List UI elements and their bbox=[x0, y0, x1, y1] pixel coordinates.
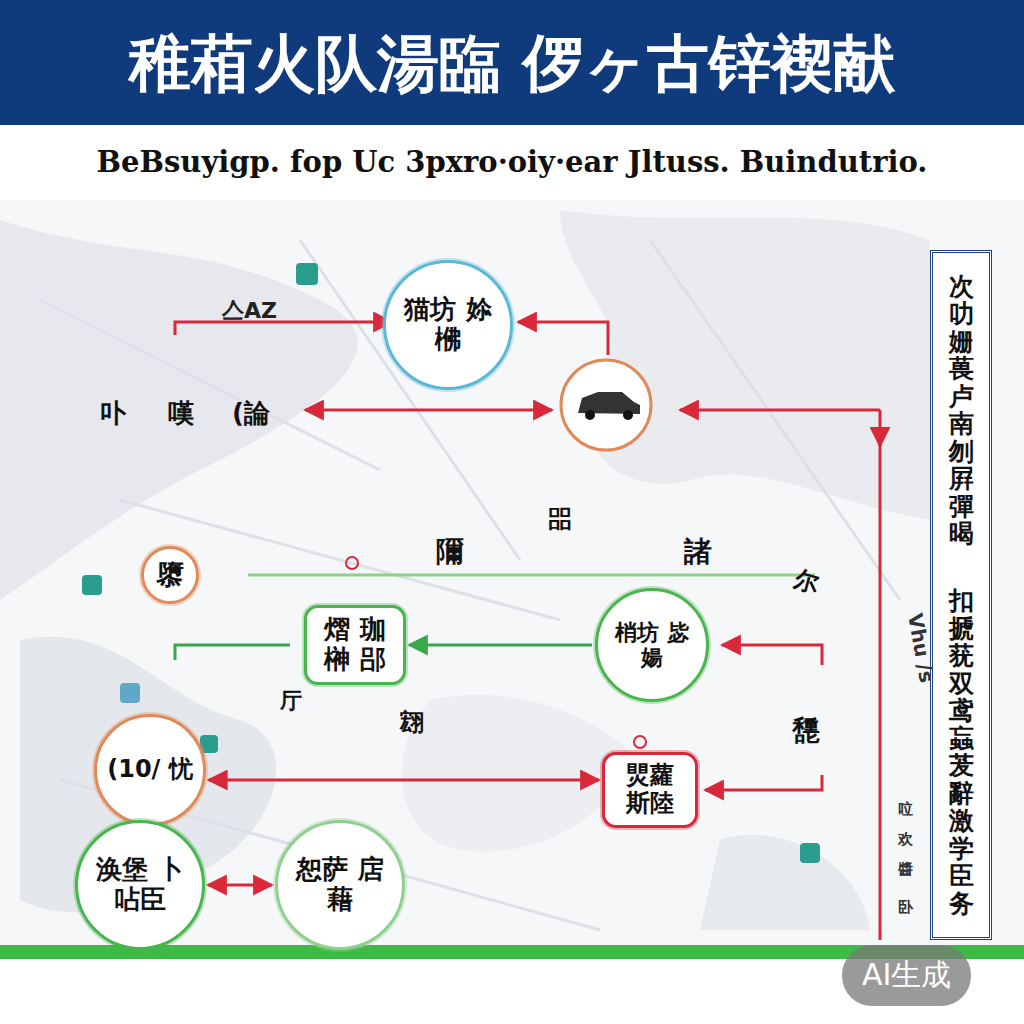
map-label: 厅 bbox=[280, 686, 302, 716]
map-label: 卟 bbox=[100, 396, 126, 431]
vertical-text-panel: 次叻姗葨卢南刎屛彈暍扣搋莸双鸢蝱茇辭激学臣务 bbox=[930, 250, 992, 940]
place-box: 煛蘿 斯陸 bbox=[602, 752, 698, 827]
map-label: 㘒 bbox=[792, 712, 820, 750]
map-label: 㕸 bbox=[898, 800, 913, 819]
map-label: 醬 bbox=[898, 860, 913, 879]
place-circle: 梢坊 毖婸 bbox=[595, 588, 709, 702]
place-circle: 猫坊 㛋梻 bbox=[383, 260, 513, 390]
place-box: 熠 珈 榊 郘 bbox=[304, 605, 406, 685]
node-text: 隳 bbox=[156, 559, 184, 591]
connector-arrow bbox=[208, 884, 272, 887]
node-text: 猫坊 㛋梻 bbox=[396, 295, 500, 355]
node-text: (10/ 忧 bbox=[107, 756, 193, 784]
connector-arrow bbox=[409, 644, 592, 647]
caption-text: BeBsuyigp. fop Uc 3pxro·oiy·ear Jltuss. … bbox=[0, 145, 1024, 179]
node-text: 煛蘿 斯陸 bbox=[614, 762, 686, 817]
node-text: 涣堡 卜呫臣 bbox=[88, 855, 192, 915]
title-text: 稚葙火队湯臨 㑩ヶ古锌褉献 bbox=[0, 22, 1024, 106]
node-text: 梢坊 毖婸 bbox=[608, 620, 696, 671]
place-circle: 隳 bbox=[141, 546, 199, 604]
map-label: 欢 bbox=[898, 830, 913, 849]
map-label: 亼AZ bbox=[222, 296, 277, 326]
watermark: AI生成 bbox=[842, 945, 971, 1006]
map-label: 諸 bbox=[684, 533, 712, 571]
connector-arrow bbox=[209, 779, 599, 782]
node-text: 次叻姗葨卢南刎屛彈暍 bbox=[949, 273, 974, 548]
place-circle: 涣堡 卜呫臣 bbox=[75, 820, 205, 950]
map-pins bbox=[82, 263, 820, 863]
map-label: 翝 bbox=[400, 706, 424, 738]
map-label: 卧 bbox=[898, 898, 913, 917]
map-label: (論 bbox=[232, 396, 270, 431]
map-label: 隬 bbox=[436, 533, 464, 571]
place-circle: 恕萨 扂藉 bbox=[275, 820, 405, 950]
map-label: 㗊 bbox=[548, 503, 572, 535]
place-circle: (10/ 忧 bbox=[94, 714, 206, 826]
node-text: 扣搋莸双鸢蝱茇辭激学臣务 bbox=[949, 587, 974, 917]
car-icon bbox=[561, 360, 651, 450]
node-text: 恕萨 扂藉 bbox=[288, 855, 392, 915]
map-label: 嘆 bbox=[168, 396, 194, 431]
node-text: 熠 珈 榊 郘 bbox=[316, 615, 394, 675]
